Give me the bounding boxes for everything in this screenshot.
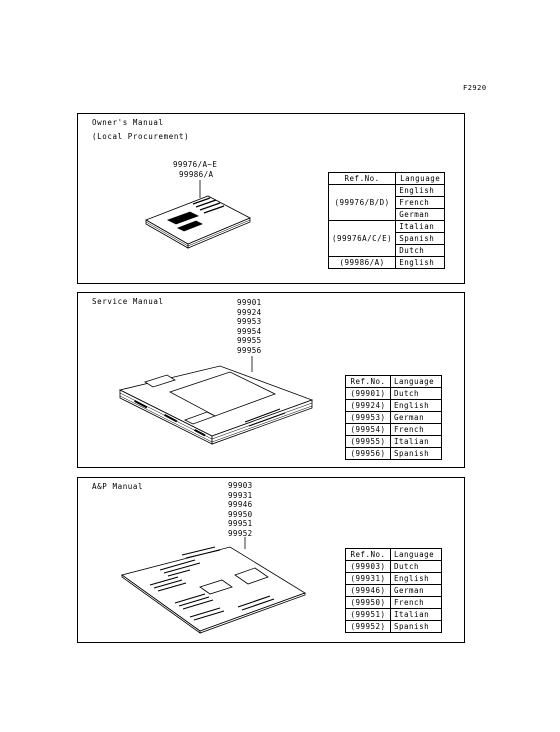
owners-language: Spanish [395, 232, 446, 245]
ap-callout: 99952 [228, 528, 253, 538]
ap-row-language: Spanish [390, 620, 442, 633]
ap-row-ref: (99952) [345, 620, 391, 633]
service-row-language: Spanish [390, 447, 442, 460]
owners-group-ref: (99986/A) [327, 256, 397, 269]
service-row-ref: (99901) [345, 387, 391, 400]
owners-group-ref: (99976A/C/E) [327, 220, 397, 257]
ap-callout: 99903 [228, 481, 253, 490]
owners-manual-title: Owner's Manual [92, 118, 164, 127]
owners-language: French [395, 196, 446, 209]
owners-language: German [395, 208, 446, 221]
owners-manual-booklet-illustration [145, 180, 251, 249]
service-callout: 99955 [237, 336, 262, 345]
service-row-ref: (99953) [345, 411, 391, 424]
service-row-language: French [390, 423, 442, 436]
ap-row-language: Italian [390, 608, 442, 621]
owners-group-ref: (99976/B/D) [327, 184, 397, 221]
service-ref-table: Ref.No. Language (99901)Dutch (99924)Eng… [345, 375, 442, 460]
owners-language: English [395, 184, 446, 197]
ap-header-ref: Ref.No. [345, 548, 391, 561]
ap-row-language: English [390, 572, 442, 585]
service-callout: 99953 [237, 317, 262, 326]
service-row-language: Italian [390, 435, 442, 448]
ap-manual-sheet-illustration [121, 537, 306, 634]
owners-callout-2: 99986/A [179, 170, 214, 179]
owners-manual-panel [77, 113, 465, 284]
ap-ref-table: Ref.No. Language (99903)Dutch (99931)Eng… [345, 548, 442, 633]
owners-language: Italian [395, 220, 446, 233]
service-manual-book-illustration [118, 356, 314, 445]
owners-header-ref: Ref.No. [327, 172, 397, 185]
service-callout: 99924 [237, 307, 262, 317]
service-callout: 99901 [237, 298, 262, 307]
ap-callout: 99931 [228, 490, 253, 500]
owners-callout-1: 99976/A~E [173, 160, 218, 169]
ap-callout: 99951 [228, 519, 253, 528]
owners-manual-subtitle: (Local Procurement) [92, 132, 190, 141]
ap-manual-panel [77, 477, 465, 643]
ap-manual-title: A&P Manual [92, 482, 144, 491]
service-manual-panel [77, 292, 465, 468]
owners-header-language: Language [395, 172, 446, 185]
ap-row-ref: (99950) [345, 596, 391, 609]
owners-ref-table: Ref.No. Language (99976/B/D) English Fre… [327, 172, 446, 269]
ap-row-ref: (99946) [345, 584, 391, 597]
ap-row-ref: (99951) [345, 608, 391, 621]
service-callout: 99956 [237, 345, 262, 355]
service-manual-title: Service Manual [92, 297, 164, 306]
ap-callout: 99950 [228, 509, 253, 519]
ap-header-language: Language [390, 548, 442, 561]
figure-code: F2920 [463, 84, 487, 92]
service-row-language: English [390, 399, 442, 412]
service-row-ref: (99924) [345, 399, 391, 412]
service-row-ref: (99955) [345, 435, 391, 448]
ap-row-ref: (99931) [345, 572, 391, 585]
ap-row-language: French [390, 596, 442, 609]
service-header-language: Language [390, 375, 442, 388]
service-callout: 99954 [237, 326, 262, 336]
ap-callout: 99946 [228, 500, 253, 509]
owners-language: English [395, 256, 446, 269]
service-header-ref: Ref.No. [345, 375, 391, 388]
owners-language: Dutch [395, 244, 446, 257]
ap-row-language: Dutch [390, 560, 442, 573]
service-row-ref: (99954) [345, 423, 391, 436]
ap-row-language: German [390, 584, 442, 597]
service-row-language: German [390, 411, 442, 424]
ap-row-ref: (99903) [345, 560, 391, 573]
service-row-language: Dutch [390, 387, 442, 400]
service-row-ref: (99956) [345, 447, 391, 460]
